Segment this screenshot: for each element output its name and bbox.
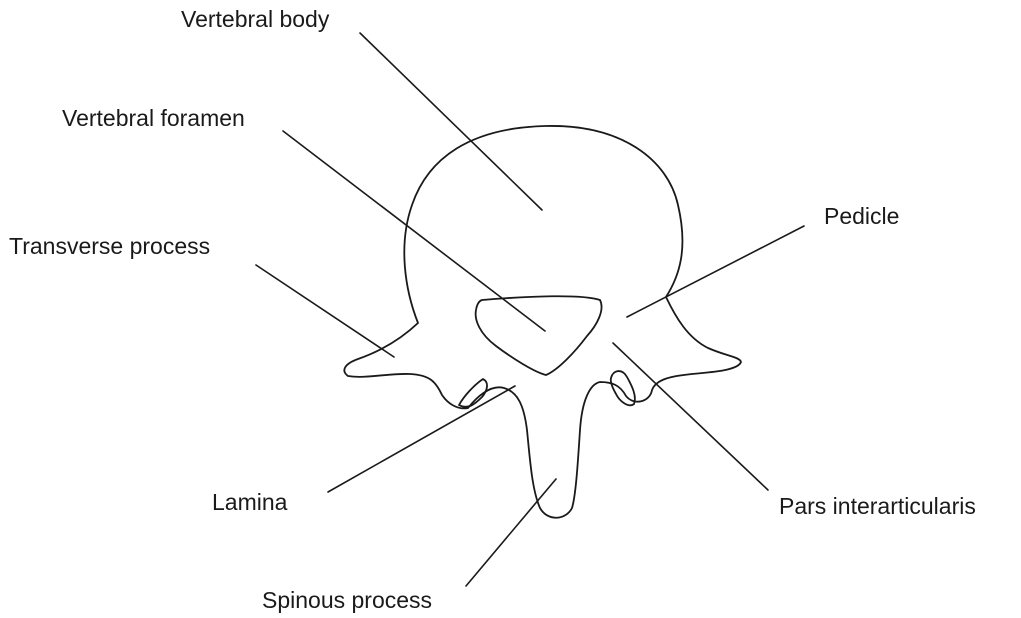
lamina-label: Lamina	[212, 489, 288, 515]
vertebral-body-leader	[360, 33, 542, 210]
vertebral-foramen-shape	[476, 296, 602, 375]
vertebral-foramen-label: Vertebral foramen	[62, 105, 245, 131]
vertebral-foramen-leader	[283, 131, 545, 331]
vertebra-outline	[344, 126, 741, 518]
pedicle-label: Pedicle	[824, 203, 899, 229]
lamina-leader	[328, 386, 515, 492]
pars-interarticularis-leader	[613, 343, 768, 490]
transverse-process-label: Transverse process	[9, 233, 210, 259]
pedicle-leader	[627, 226, 804, 317]
spinous-process-leader	[466, 479, 556, 586]
vertebral-body-label: Vertebral body	[181, 6, 330, 32]
pars-interarticularis-label: Pars interarticularis	[779, 493, 976, 519]
transverse-process-leader	[256, 265, 394, 357]
spinous-process-label: Spinous process	[262, 587, 432, 613]
